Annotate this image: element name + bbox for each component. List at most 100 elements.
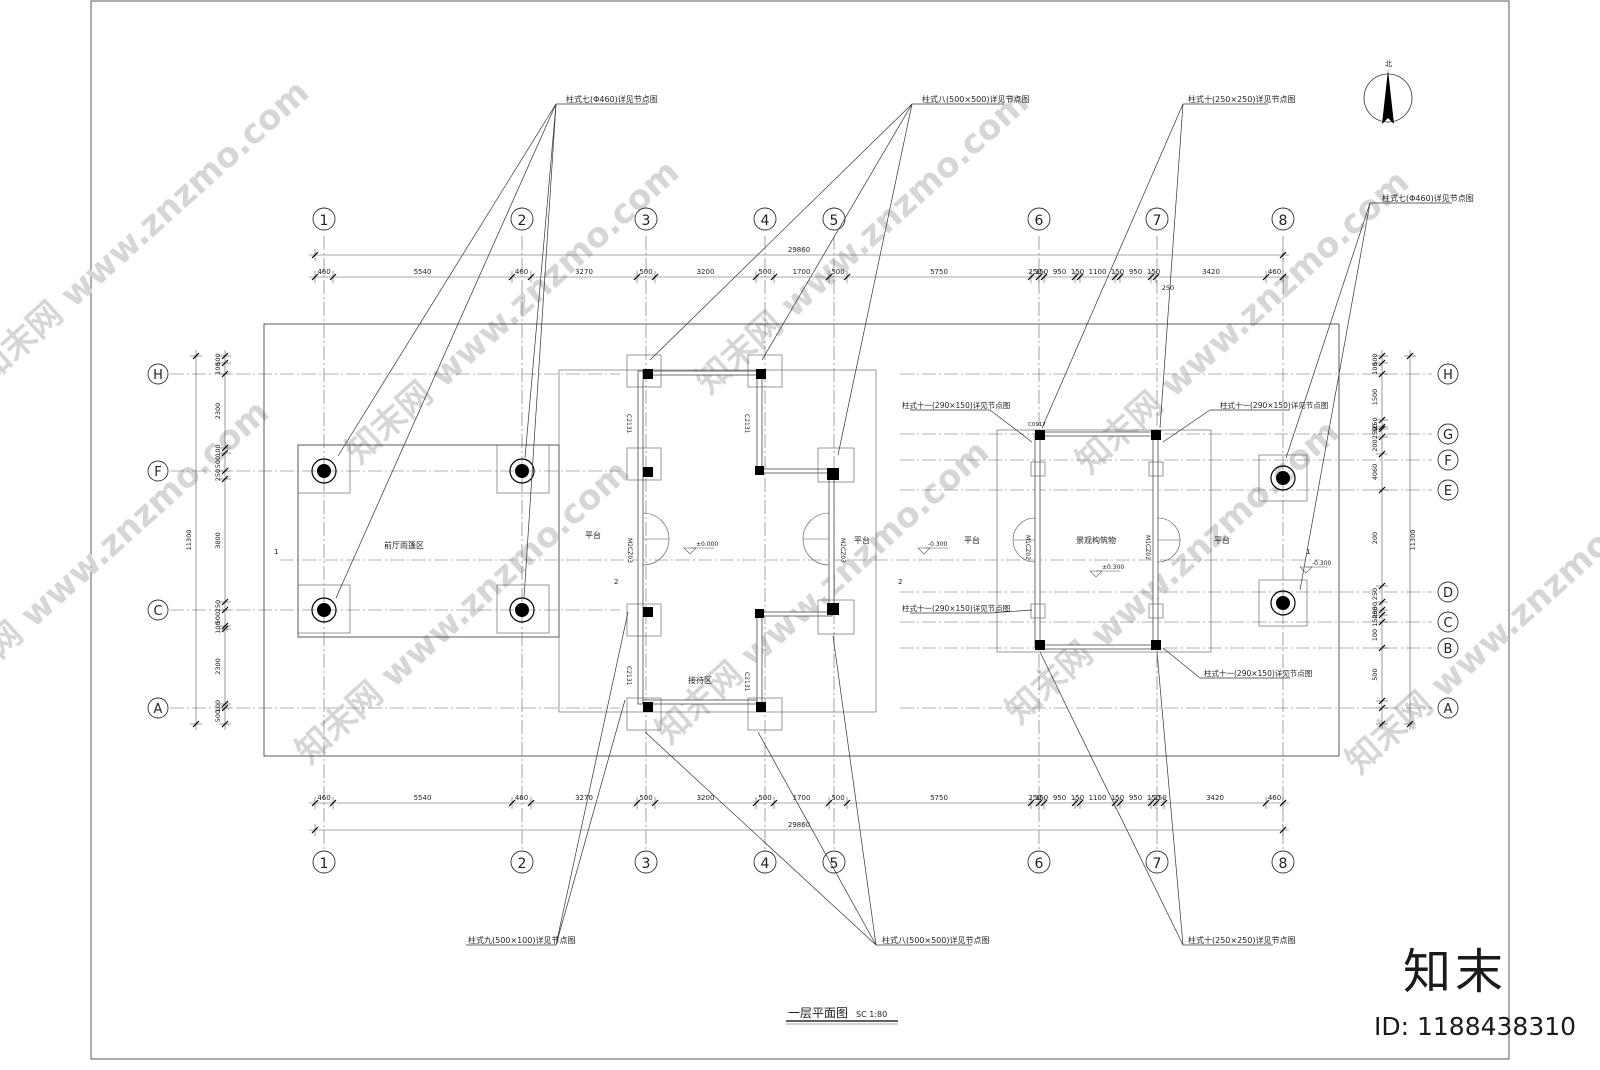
dimension-tick [311, 799, 319, 807]
dimension-tick [1378, 598, 1386, 606]
wall [642, 699, 758, 705]
leader-text: 柱式十一(290×150)详见节点图 [902, 400, 1010, 410]
grid-label: 2 [518, 213, 527, 229]
dimension-text: 1700 [793, 794, 811, 802]
grid-bubble [1437, 637, 1459, 659]
grid-label: H [153, 368, 163, 383]
dimension-tick [527, 273, 535, 281]
building-elements [297, 354, 1308, 731]
dimension-text: 150 [1111, 794, 1124, 802]
dimension-tick [1111, 799, 1119, 807]
grid-bubble [1145, 850, 1169, 874]
dimension-text: 2300 [214, 658, 222, 675]
square-column [626, 697, 662, 731]
dimension-tick [221, 704, 229, 712]
dimension-tick [221, 444, 229, 452]
window-tag: C2131 [625, 666, 632, 686]
leader-lines [335, 103, 1452, 946]
grid-bubble [1027, 850, 1051, 874]
dimension-tick [1152, 273, 1160, 281]
grid-label: E [1444, 484, 1452, 499]
dimension-tick [1279, 251, 1287, 259]
dimension-text: 500 [214, 612, 222, 624]
grid-label: 4 [761, 856, 770, 872]
door-swing [1012, 517, 1036, 541]
dimension-text: 460 [515, 268, 528, 276]
dimension-text: 100 [1371, 362, 1379, 374]
dimension-text: 5540 [414, 794, 432, 802]
dimension-text: 50 [1371, 602, 1379, 610]
dimension-text: 200 [1371, 439, 1379, 451]
grid-label: D [1443, 586, 1453, 601]
dimension-tick [1279, 273, 1287, 281]
dimension-text: 1500 [1371, 610, 1379, 627]
dimension-tick [843, 273, 851, 281]
grid-bubble [753, 207, 777, 231]
dimension-tick [843, 799, 851, 807]
dimension-text: 150 [1071, 268, 1084, 276]
room-label: 平台 [585, 530, 601, 540]
grid-bubble [1271, 850, 1295, 874]
dimension-text: 100 [214, 444, 222, 456]
dimension-text: 500 [831, 268, 844, 276]
dimension-text: 950 [1053, 268, 1066, 276]
brand-id-text: ID: 1188438310 [1374, 1012, 1576, 1041]
door-tag: M1CZ02 [1144, 535, 1151, 560]
north-arrow [1363, 70, 1413, 124]
door-tag: M2CZ03 [626, 538, 633, 563]
dimension-tick [192, 352, 200, 360]
dimension-text: 500 [214, 710, 222, 722]
grid-bubble [312, 850, 336, 874]
wall [642, 370, 758, 376]
dimension-text: 250 [1162, 284, 1174, 292]
square-column [626, 354, 662, 388]
dimension-text: 50 [1371, 424, 1379, 432]
section-mark: 2 [614, 578, 618, 586]
grid-label: 8 [1279, 213, 1288, 229]
dimension-text: 4060 [1371, 464, 1379, 481]
dimension-tick [1035, 799, 1043, 807]
dimension-tick [1378, 425, 1386, 433]
small-column [1151, 640, 1161, 650]
dimension-text: 5750 [930, 268, 948, 276]
dimension-tick [1378, 618, 1386, 626]
dimension-text: 460 [317, 794, 330, 802]
dimension-tick [1027, 799, 1035, 807]
door-swing [642, 538, 670, 566]
dimension-tick [1279, 826, 1287, 834]
small-column [755, 466, 764, 475]
dimension-text: 500 [1371, 353, 1379, 365]
dimension-tick [1378, 370, 1386, 378]
leader-text: 柱式八(500×500)详见节点图 [882, 935, 989, 945]
grid-label: 7 [1153, 856, 1162, 872]
watermark-text: 知末网 www.znzmo.com [0, 392, 277, 712]
dimension-tick [1378, 606, 1386, 614]
north-label: 北 [1385, 60, 1392, 68]
dimension-tick [1378, 486, 1386, 494]
leader-text: 柱式十(250×250)详见节点图 [1188, 94, 1295, 104]
dimension-tick [1378, 450, 1386, 458]
grid-bubble [147, 697, 169, 719]
grid-label: C [153, 604, 162, 619]
grid-label: G [1443, 428, 1453, 443]
dimension-text: 3800 [214, 532, 222, 549]
door-swing [802, 512, 830, 540]
wall [1034, 433, 1041, 649]
section-mark: 1 [274, 548, 278, 556]
dimension-tick [1071, 799, 1079, 807]
dimension-text: 11300 [1409, 530, 1417, 551]
grid-label: 5 [830, 856, 839, 872]
square-column [817, 599, 855, 635]
wall [761, 468, 833, 474]
wall [828, 472, 835, 613]
dimension-text: 500 [758, 794, 771, 802]
wall [1152, 433, 1159, 649]
watermark-text: 知末网 www.znzmo.com [688, 82, 1037, 402]
door-swing [1157, 517, 1181, 541]
dimension-text: 250 [1371, 417, 1379, 429]
dimension-tick [1160, 799, 1168, 807]
window-tag: C2131 [625, 414, 632, 434]
dimension-text: 950 [1129, 794, 1142, 802]
grid-label: 4 [761, 213, 770, 229]
